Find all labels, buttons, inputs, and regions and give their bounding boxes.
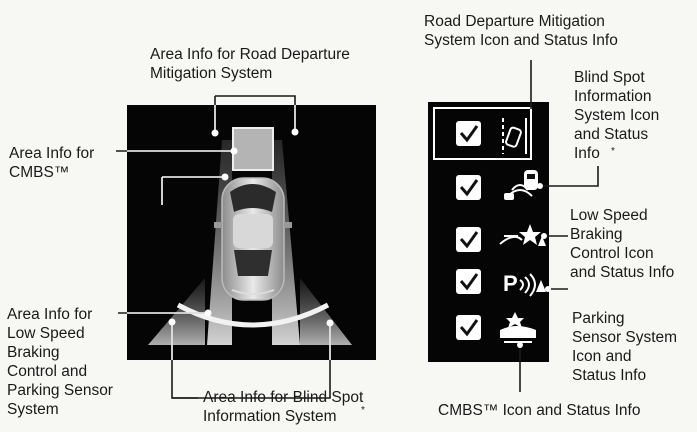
checkbox-rdm[interactable] — [456, 121, 481, 146]
label-parking-icon: Parking Sensor System Icon and Status In… — [572, 310, 678, 384]
label-bsi-icon-footnote: * — [611, 146, 615, 157]
checkbox-bsi[interactable] — [456, 175, 481, 200]
blind-spot-area-right — [300, 278, 352, 345]
label-area-bsi-footnote: * — [361, 405, 365, 416]
label-area-lsbc: Area Info for Low Speed Braking Control … — [7, 306, 113, 418]
leader-dots-right — [517, 183, 551, 348]
rdm-row-highlight — [433, 107, 532, 160]
road-departure-icon — [502, 118, 527, 154]
blind-spot-area-left — [148, 278, 205, 345]
svg-text:P: P — [503, 271, 518, 296]
cmbs-forward-area — [232, 127, 274, 171]
leader-lines-right — [519, 60, 599, 392]
vehicle-top-view-icon — [214, 177, 292, 301]
checkbox-cmbs[interactable] — [456, 315, 481, 340]
leader-dots-left — [168, 128, 334, 327]
low-speed-braking-icon — [499, 224, 546, 246]
label-rdm-icon: Road Departure Mitigation System Icon an… — [424, 13, 618, 49]
checkbox-parking[interactable] — [456, 269, 481, 294]
label-area-bsi: Area Info for Blind Spot Information Sys… — [203, 389, 364, 425]
label-area-rdm: Area Info for Road Departure Mitigation … — [150, 46, 350, 82]
label-area-cmbs: Area Info for CMBS™ — [9, 145, 95, 181]
leader-lines-left-inner — [127, 105, 331, 360]
checkbox-lsbc[interactable] — [456, 227, 481, 252]
cmbs-icon — [500, 312, 536, 343]
label-area-bsi-group: Area Info for Blind Spot Information Sys… — [203, 388, 363, 426]
label-lsbc-icon: Low Speed Braking Control Icon and Statu… — [570, 207, 675, 281]
label-cmbs-icon: CMBS™ Icon and Status Info — [438, 402, 641, 419]
blind-spot-icon — [504, 170, 538, 200]
parking-sensor-icon: P — [503, 271, 546, 297]
label-bsi-icon: Blind Spot Information System Icon and S… — [574, 69, 660, 162]
